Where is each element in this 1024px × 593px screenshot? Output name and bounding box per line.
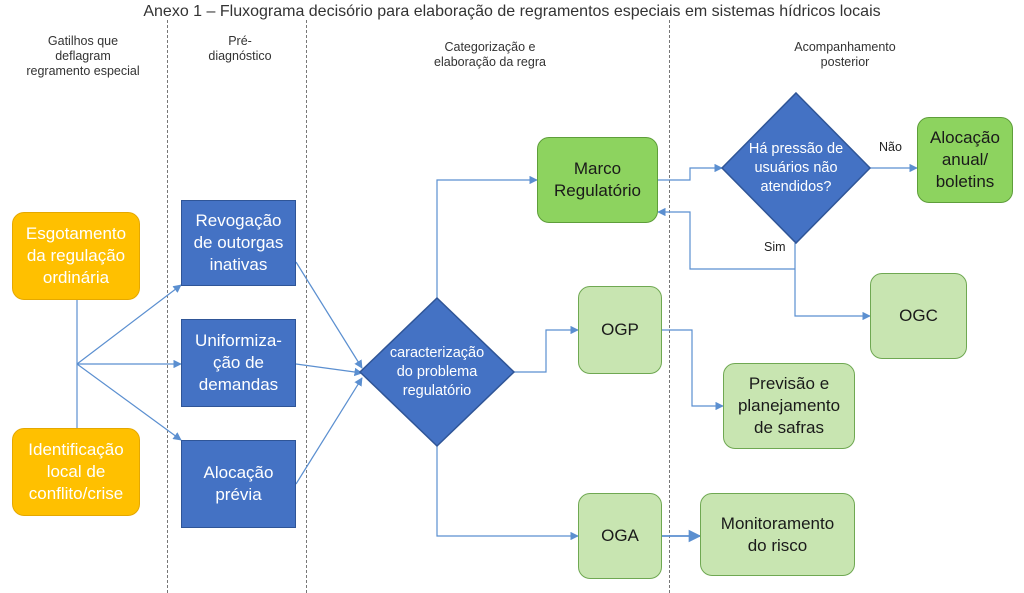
column-header-prediagnosis: Pré- diagnóstico	[208, 34, 272, 63]
connector-pressure-yes	[794, 243, 871, 321]
trigger-identificacao: Identificação local de conflito/crise	[12, 428, 140, 516]
followup-previsao-planejamento: Previsão e planejamento de safras	[723, 363, 855, 449]
prediagnosis-uniformizacao: Uniformiza- ção de demandas	[181, 319, 296, 407]
decision-problem-label: caracterização do problema regulatório	[389, 344, 485, 399]
column-separator	[669, 20, 670, 593]
category-ogp: OGP	[578, 286, 662, 374]
column-separator	[306, 20, 307, 593]
connector-ogp-to-previsao	[662, 329, 724, 411]
decision-pressure-label: Há pressão de usuários não atendidos?	[748, 140, 844, 195]
page-title: Anexo 1 – Fluxograma decisório para elab…	[143, 3, 881, 20]
column-separator	[167, 20, 168, 593]
decision-pressure-diamond	[720, 91, 872, 245]
followup-monitoramento-risco: Monitoramento do risco	[700, 493, 855, 576]
edge-label-yes: Sim	[764, 240, 786, 254]
connector-revogacao-to-problem	[295, 261, 363, 369]
connector-to-revogacao	[76, 284, 182, 365]
column-header-followup: Acompanhamento posterior	[794, 40, 896, 69]
connector-problem-to-ogp	[514, 325, 579, 373]
connector-marco-to-pressure	[658, 163, 723, 181]
connector-uniformizacao-to-problem	[295, 363, 363, 377]
column-header-categorization: Categorização e elaboração da regra	[434, 40, 546, 69]
decision-problem-diamond	[358, 296, 516, 448]
connector-alocacao-to-problem	[295, 377, 363, 485]
connector-to-alocacao-previa	[76, 363, 182, 441]
followup-alocacao-anual: Alocação anual/ boletins	[917, 117, 1013, 203]
column-header-triggers: Gatilhos que deflagram regramento especi…	[26, 34, 140, 78]
category-oga: OGA	[578, 493, 662, 579]
connector-problem-to-oga	[436, 446, 579, 541]
edge-label-no: Não	[879, 140, 902, 154]
trigger-esgotamento: Esgotamento da regulação ordinária	[12, 212, 140, 300]
followup-ogc: OGC	[870, 273, 967, 359]
prediagnosis-alocacao-previa: Alocação prévia	[181, 440, 296, 528]
connector-feedback-to-marco	[657, 207, 795, 270]
category-marco-regulatorio: Marco Regulatório	[537, 137, 658, 223]
prediagnosis-revogacao: Revogação de outorgas inativas	[181, 200, 296, 286]
connector-problem-to-marco	[436, 175, 538, 298]
